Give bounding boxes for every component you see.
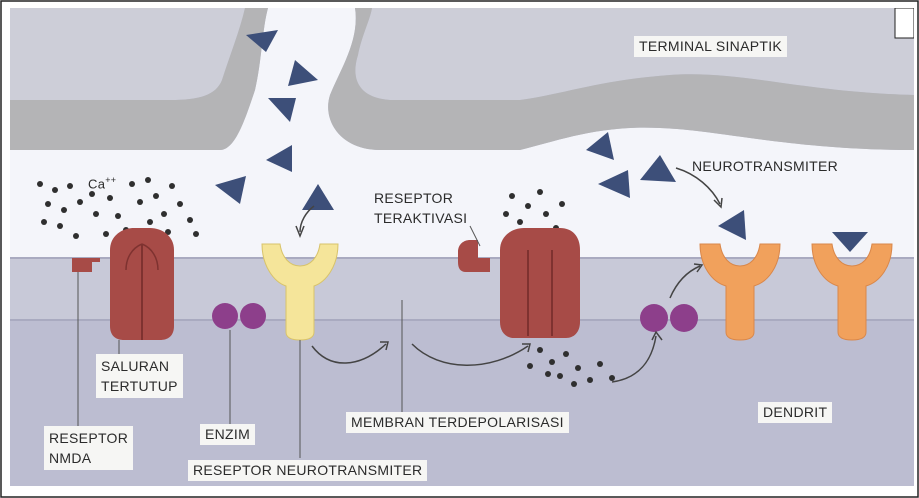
label-reseptor-neurotransmiter: RESEPTOR NEUROTRANSMITER: [188, 460, 427, 481]
label-dendrit: DENDRIT: [758, 402, 832, 423]
label-calcium: Ca++: [88, 172, 116, 192]
label-terminal-sinaptik: TERMINAL SINAPTIK: [634, 36, 787, 57]
label-reseptor-teraktivasi: RESEPTOR TERAKTIVASI: [374, 188, 467, 228]
label-reseptor-nmda: RESEPTOR NMDA: [44, 426, 133, 470]
right-edge-tab: [895, 8, 914, 38]
label-membran-terdepolarisasi: MEMBRAN TERDEPOLARISASI: [346, 412, 569, 433]
presynaptic-cytoplasm: [10, 8, 245, 100]
label-enzim: ENZIM: [200, 424, 255, 445]
label-saluran-tertutup: SALURAN TERTUTUP: [96, 354, 183, 398]
label-neurotransmiter: NEUROTRANSMITER: [692, 158, 838, 175]
